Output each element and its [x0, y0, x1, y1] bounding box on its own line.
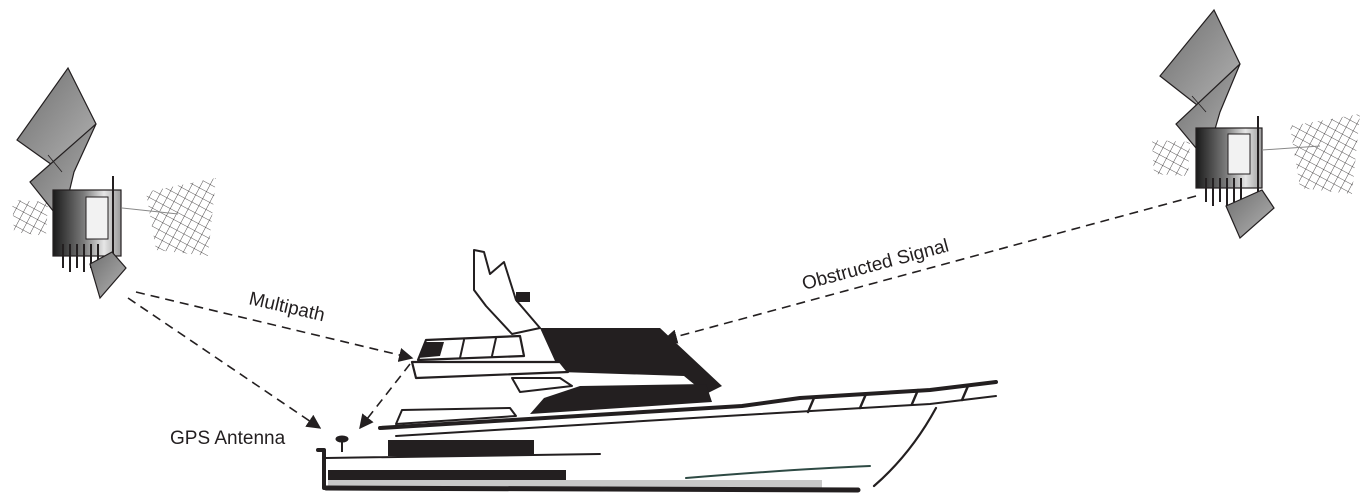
- obstructed-signal-label: Obstructed Signal: [800, 235, 951, 294]
- left-satellite-icon: [12, 68, 216, 298]
- gps-antenna-label: GPS Antenna: [170, 428, 286, 449]
- right-satellite-icon: [1152, 10, 1360, 238]
- obstructed-signal-line: [664, 196, 1196, 340]
- multipath-label: Multipath: [247, 288, 327, 326]
- gps-antenna-icon: [336, 436, 348, 452]
- yacht-icon: [318, 250, 996, 490]
